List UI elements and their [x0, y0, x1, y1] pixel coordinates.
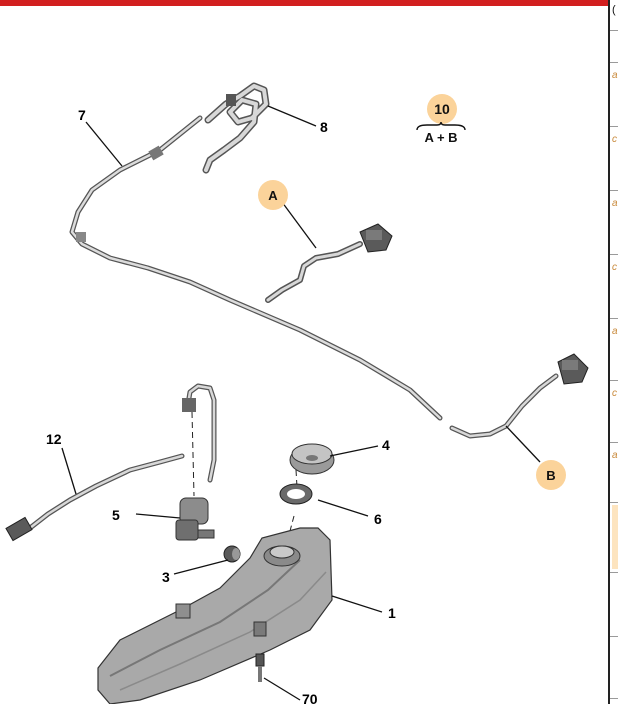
table-row-glyph: a	[612, 70, 618, 81]
table-row-divider	[610, 254, 618, 255]
table-row-glyph: c	[612, 388, 617, 399]
table-row-divider	[610, 502, 618, 503]
callout-4: 4	[382, 437, 390, 453]
parts-table-edge: ( a c a c a c a	[608, 0, 618, 704]
table-row-divider	[610, 30, 618, 31]
table-row-divider	[610, 442, 618, 443]
hose-b	[449, 373, 559, 439]
hose-12	[27, 383, 217, 531]
nozzle-a	[359, 223, 393, 253]
reservoir-1	[97, 527, 333, 704]
hose-a	[265, 241, 363, 303]
kit-brace	[416, 122, 466, 131]
callout-1: 1	[388, 605, 396, 621]
nozzle-b	[557, 353, 589, 385]
badge-b: B	[536, 460, 566, 490]
hose-8	[202, 82, 270, 174]
kit-formula: A + B	[424, 130, 458, 145]
table-header-fragment: (	[612, 4, 616, 16]
table-row-divider	[610, 636, 618, 637]
callout-12: 12	[46, 431, 62, 447]
pump-5	[175, 497, 215, 541]
cap-4	[289, 443, 335, 475]
table-row-glyph: c	[612, 262, 617, 273]
table-row-glyph: c	[612, 134, 617, 145]
table-row-divider	[610, 126, 618, 127]
grommet-3	[223, 545, 241, 563]
callout-3: 3	[162, 569, 170, 585]
seal-6	[279, 483, 313, 505]
callout-70: 70	[302, 691, 318, 704]
callout-7: 7	[78, 107, 86, 123]
table-row-highlight	[612, 505, 618, 569]
screw-70	[255, 653, 265, 682]
kit-reference: 10 A + B	[413, 92, 467, 148]
callout-6: 6	[374, 511, 382, 527]
badge-a: A	[258, 180, 288, 210]
table-row-glyph: a	[612, 326, 618, 337]
leader-lines	[61, 105, 541, 701]
table-row-glyph: a	[612, 198, 618, 209]
table-row-divider	[610, 698, 618, 699]
table-row-divider	[610, 572, 618, 573]
table-row-glyph: a	[612, 450, 618, 461]
table-row-divider	[610, 380, 618, 381]
hose-7	[69, 115, 443, 421]
connector-12	[5, 398, 196, 542]
callout-5: 5	[112, 507, 120, 523]
table-row-divider	[610, 318, 618, 319]
table-row-divider	[610, 62, 618, 63]
table-row-divider	[610, 190, 618, 191]
kit-number-badge: 10	[427, 94, 457, 124]
callout-8: 8	[320, 119, 328, 135]
top-accent-bar	[0, 0, 608, 6]
